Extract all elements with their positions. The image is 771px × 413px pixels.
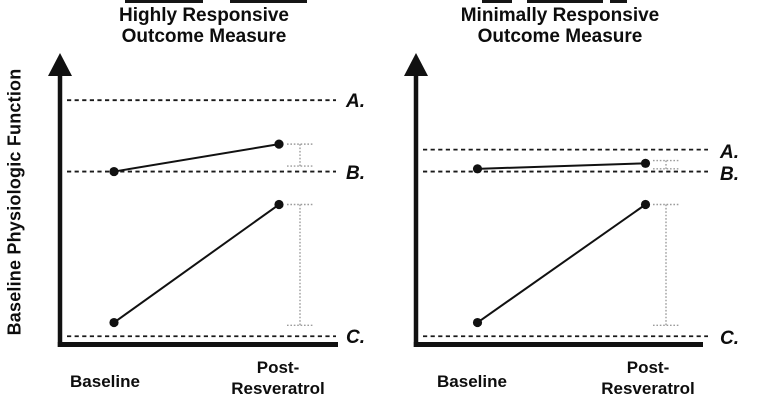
left-panel-title: Highly Responsive Outcome Measure [119,5,289,47]
right-data-point [640,199,651,210]
crop-artifact [230,0,307,3]
left-lower-line [113,203,280,324]
crop-artifact [527,0,603,3]
right-reference-label-A: A. [720,141,739,163]
crop-artifact [610,0,627,3]
right-xtick-post-resveratrol: Post- Resveratrol [601,358,695,398]
left-reference-label-B: B. [346,162,365,184]
left-xtick-post-resveratrol: Post- Resveratrol [231,358,325,398]
left-data-point [274,139,284,149]
left-reference-label-C: C. [346,327,365,349]
left-data-point [109,166,119,177]
right-reference-label-C: C. [720,328,739,350]
right-y-axis-arrowhead-icon [404,53,428,76]
crop-artifact [482,0,512,3]
right-lower-line [476,203,647,324]
right-reference-label-B: B. [720,163,739,185]
right-data-point [472,164,483,174]
left-y-axis-arrowhead-icon [48,53,72,76]
y-axis-label: Baseline Physiologic Function [4,68,25,336]
right-data-point [472,317,483,328]
left-reference-label-A: A. [346,91,365,113]
right-xtick-baseline: Baseline [437,372,507,391]
left-data-point [274,199,284,210]
right-panel-title: Minimally Responsive Outcome Measure [460,5,660,47]
left-xtick-baseline: Baseline [70,372,140,391]
right-upper-line [477,162,646,170]
left-upper-line [113,143,280,173]
crop-artifact [125,0,203,3]
left-data-point [109,317,119,328]
right-data-point [640,158,651,168]
